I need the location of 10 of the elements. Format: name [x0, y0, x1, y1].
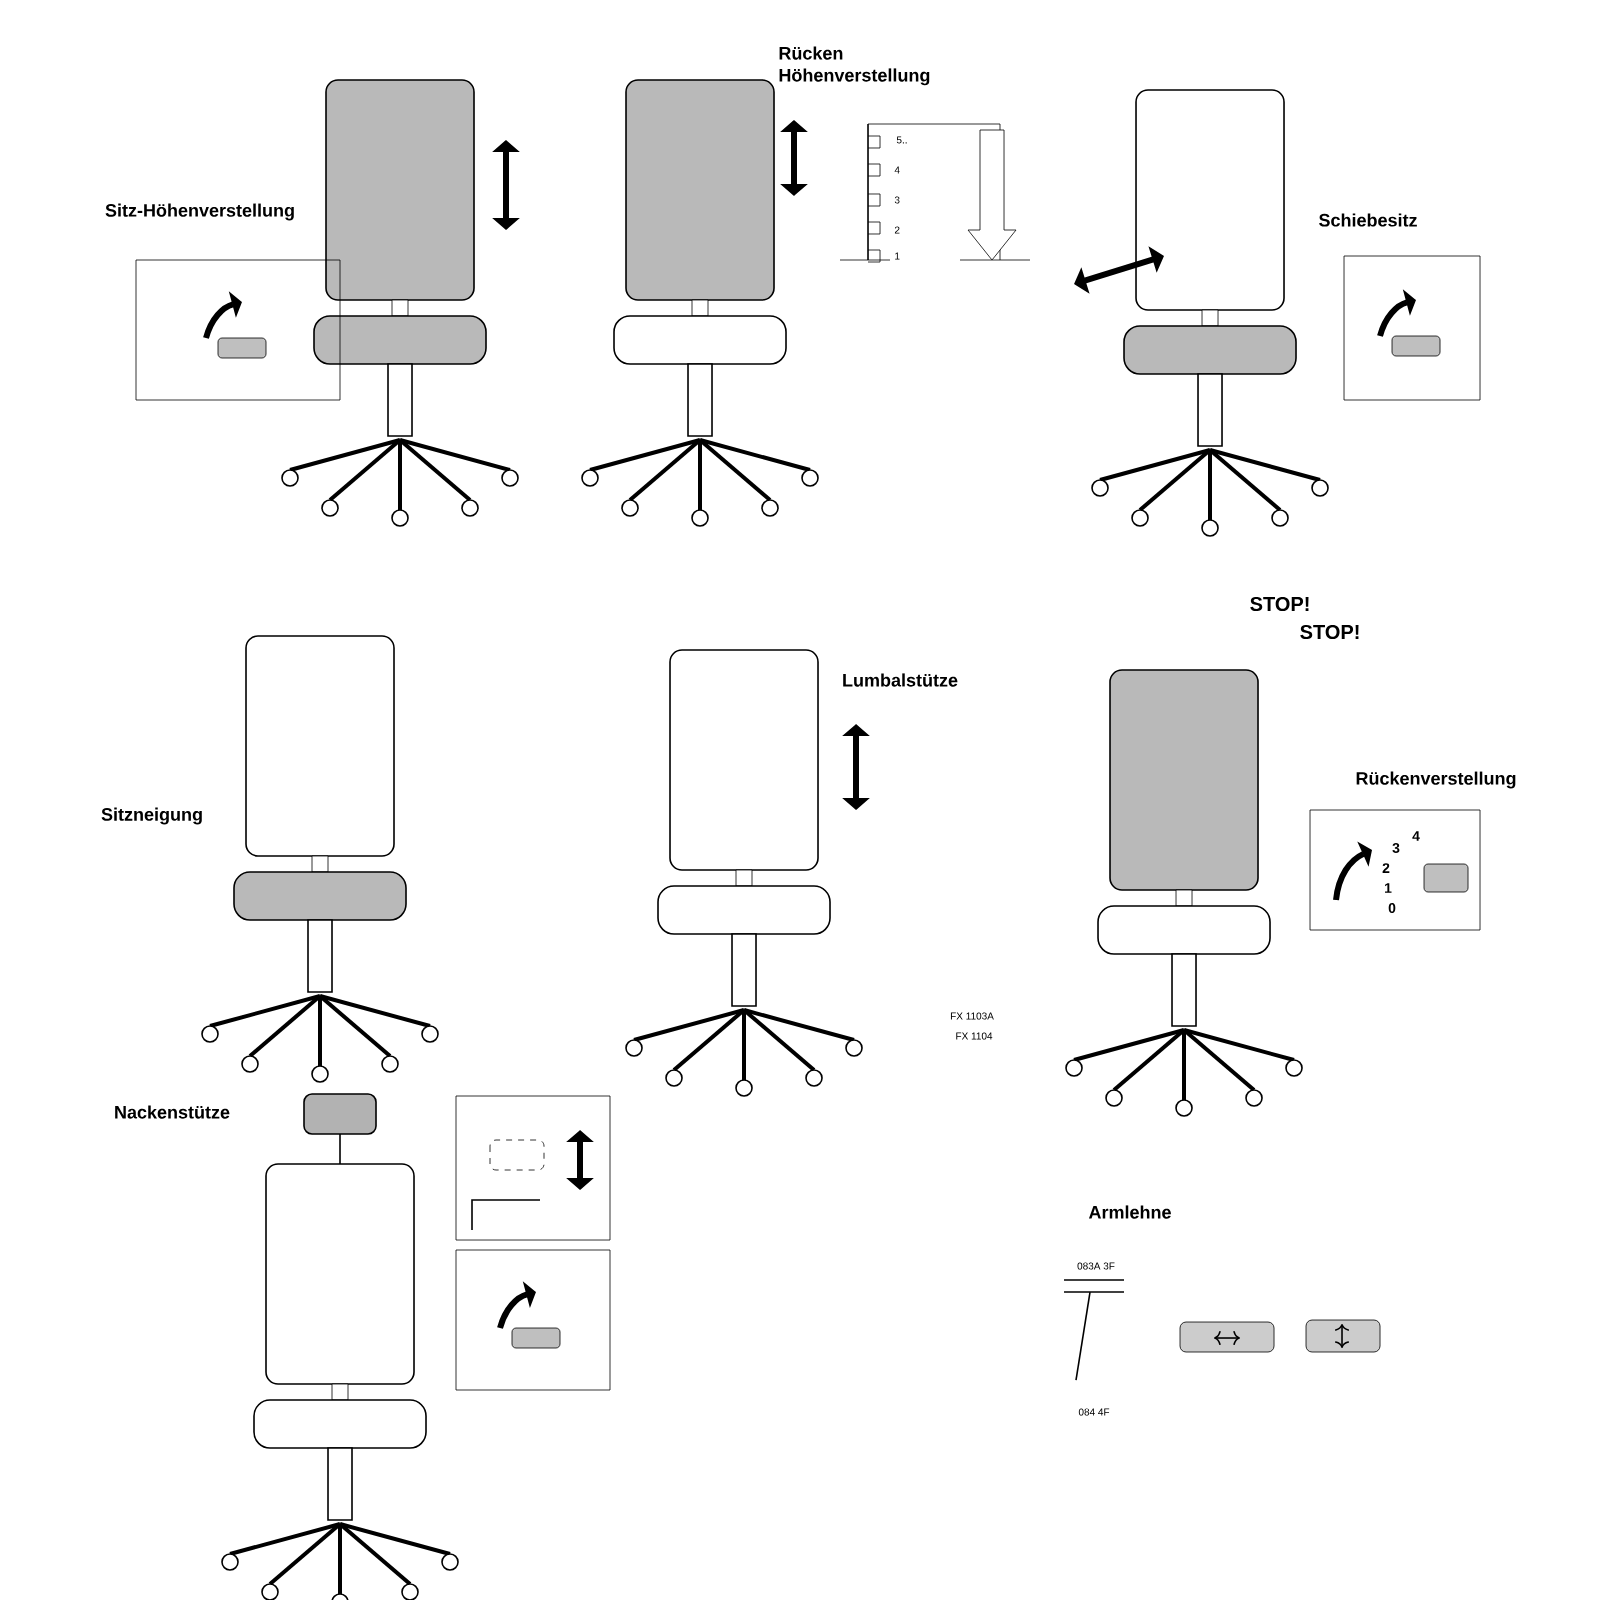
- label: STOP!: [1300, 624, 1359, 640]
- label: Schiebesitz: [1319, 213, 1417, 227]
- label: Armlehne: [1088, 1205, 1171, 1219]
- label: Rücken Höhenverstellung: [779, 46, 930, 86]
- label: Lumbalstütze: [843, 673, 958, 687]
- label: Rückenverstellung: [1356, 771, 1516, 789]
- label: STOP!: [1250, 596, 1309, 612]
- label: Nackenstütze: [115, 1105, 230, 1119]
- label: Sitz-Höhenverstellung: [105, 203, 294, 221]
- label: Sitzneigung: [101, 807, 202, 825]
